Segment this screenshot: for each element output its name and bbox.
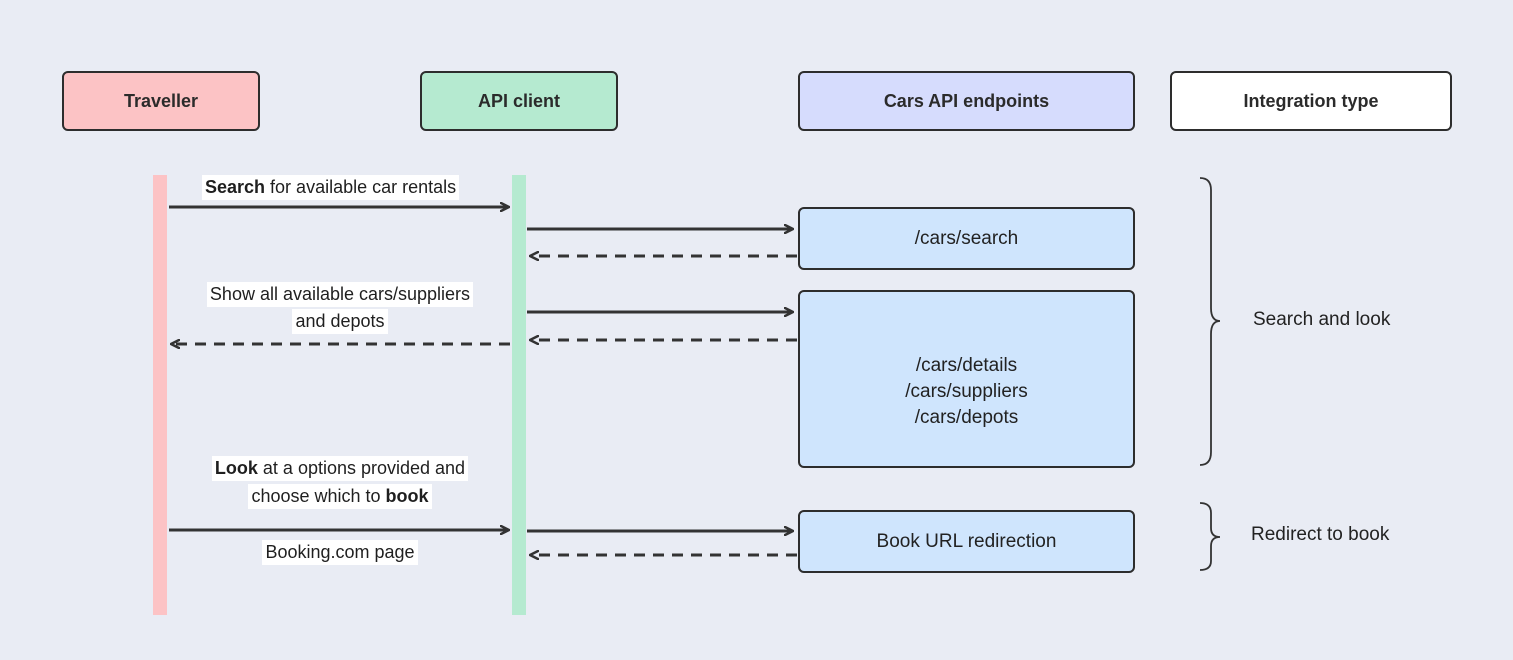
show-results-line2: and depots — [292, 309, 388, 334]
endpoint-depots-label: /cars/depots — [914, 407, 1019, 428]
integration-type-header: Integration type — [1170, 71, 1452, 131]
endpoint-book-url-box: Book URL redirection — [798, 510, 1135, 573]
search-message-label: Search for available car rentals — [202, 175, 460, 200]
look-bold-text: Look — [214, 458, 258, 478]
endpoints-header: Cars API endpoints — [798, 71, 1135, 131]
look-message: Look at a options provided and choose wh… — [170, 456, 510, 509]
endpoint-search-label: /cars/search — [914, 227, 1019, 249]
choose-text: choose which to — [251, 486, 386, 506]
redirect-to-book-brace — [1199, 502, 1221, 571]
search-rest-text: for available car rentals — [265, 177, 457, 197]
show-results-line1: Show all available cars/suppliers — [206, 282, 474, 307]
search-and-look-brace — [1199, 177, 1221, 466]
api-client-lifeline — [512, 175, 526, 615]
look-rest-text: at a options provided and — [257, 458, 466, 478]
endpoint-details-label: /cars/details — [915, 355, 1018, 376]
traveller-lifeline — [153, 175, 167, 615]
book-bold-text: book — [385, 486, 429, 506]
api-client-header: API client — [420, 71, 618, 131]
endpoint-search-box: /cars/search — [798, 207, 1135, 270]
endpoint-details-box: /cars/details /cars/suppliers /cars/depo… — [798, 290, 1135, 468]
booking-page-message: Booking.com page — [170, 540, 510, 565]
endpoint-suppliers-label: /cars/suppliers — [905, 381, 1028, 402]
endpoint-book-url-label: Book URL redirection — [876, 530, 1057, 552]
look-line1: Look at a options provided and — [211, 456, 469, 481]
booking-page-label: Booking.com page — [262, 540, 418, 565]
integration-redirect-to-book: Redirect to book — [1251, 524, 1390, 545]
traveller-header: Traveller — [62, 71, 260, 131]
search-bold-text: Search — [205, 177, 266, 197]
integration-search-and-look: Search and look — [1253, 309, 1391, 330]
look-line2: choose which to book — [248, 484, 432, 509]
show-results-message: Show all available cars/suppliers and de… — [170, 282, 510, 334]
